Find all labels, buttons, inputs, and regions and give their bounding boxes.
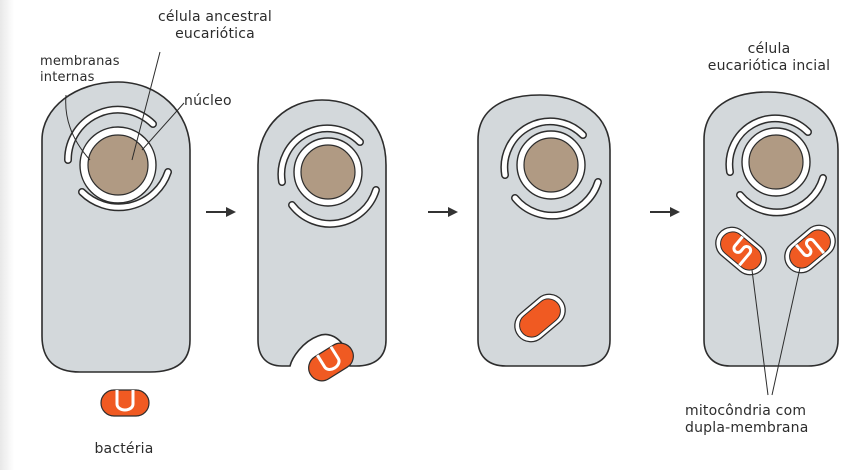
arrow-2 bbox=[428, 207, 458, 217]
internal-membranes-label: membranas internas bbox=[40, 54, 120, 86]
ancestral-cell-label-line-2: eucariótica bbox=[140, 26, 290, 43]
stage-1-ancestral-cell bbox=[42, 52, 190, 416]
nucleus bbox=[88, 135, 148, 195]
initial-cell-label-line-1: célula bbox=[696, 41, 842, 58]
stage-4-initial-eukaryotic-cell bbox=[704, 92, 842, 395]
nucleus bbox=[524, 138, 578, 192]
mitochondria-label-line-2: dupla-membrana bbox=[685, 420, 809, 437]
internal-membranes-label-line-2: internas bbox=[40, 70, 120, 86]
mitochondria-label-line-1: mitocôndria com bbox=[685, 403, 809, 420]
ancestral-cell-label: célula ancestral eucariótica bbox=[140, 9, 290, 43]
arrow-1 bbox=[206, 207, 236, 217]
ancestral-cell-label-line-1: célula ancestral bbox=[140, 9, 290, 26]
stage-2-engulfing bbox=[258, 100, 386, 386]
bacterium-label: bactéria bbox=[74, 441, 174, 458]
mitochondria-label: mitocôndria com dupla-membrana bbox=[685, 403, 809, 437]
stage-3-internalized bbox=[478, 95, 610, 366]
initial-cell-label: célula eucariótica incial bbox=[696, 41, 842, 75]
initial-cell-label-line-2: eucariótica incial bbox=[696, 58, 842, 75]
nucleus-label: núcleo bbox=[184, 93, 232, 110]
nucleus bbox=[749, 135, 803, 189]
cell-body bbox=[42, 82, 190, 372]
nucleus bbox=[301, 145, 355, 199]
bacterium bbox=[101, 390, 149, 416]
internal-membranes-label-line-1: membranas bbox=[40, 54, 120, 70]
arrow-3 bbox=[650, 207, 680, 217]
